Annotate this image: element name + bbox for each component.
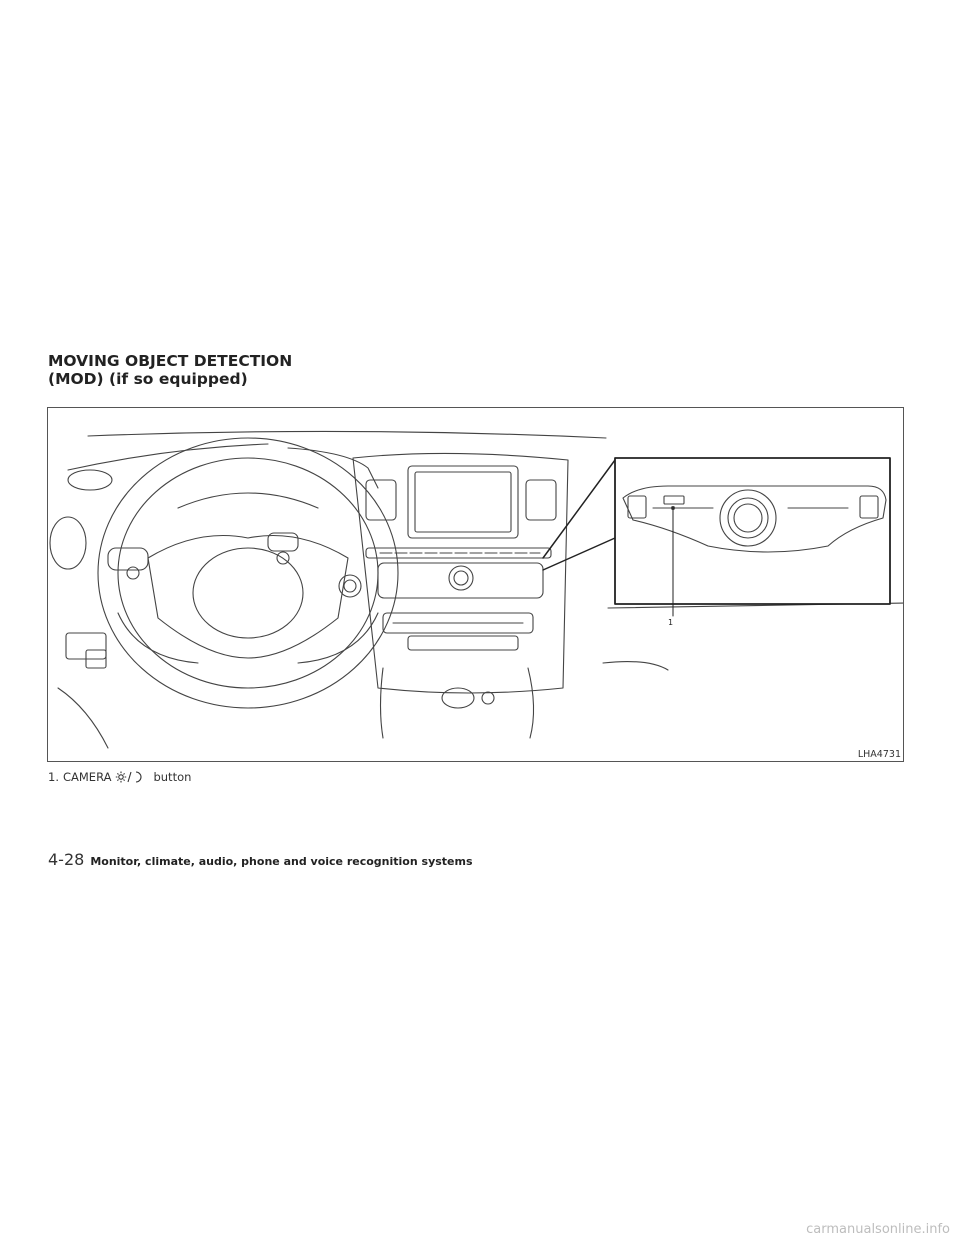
section-heading-line2: (MOD) (if so equipped)	[48, 370, 248, 388]
start-button-outer	[338, 574, 362, 598]
section-heading: MOVING OBJECT DETECTION (MOD) (if so equ…	[48, 352, 292, 388]
steering-wheel	[97, 437, 399, 709]
left-upper-vent	[67, 469, 113, 491]
dashboard-illustration: LHA4731	[47, 407, 904, 762]
figure-caption: 1. CAMERA button	[48, 770, 191, 784]
figure-code: LHA4731	[856, 749, 902, 760]
page-number: 4-28	[48, 850, 85, 869]
section-heading-line1: MOVING OBJECT DETECTION	[48, 352, 293, 370]
dash-top-line	[87, 430, 607, 439]
callout-number: 1	[668, 618, 674, 627]
center-vent-right	[525, 479, 557, 521]
page-footer: 4-28 Monitor, climate, audio, phone and …	[48, 850, 473, 869]
center-console	[352, 452, 569, 739]
caption-suffix: button	[153, 770, 192, 784]
inset-detail	[614, 457, 891, 617]
leader-line-bottom	[542, 537, 616, 571]
left-side-vent	[49, 516, 87, 570]
leader-line-top	[542, 459, 616, 559]
footer-section-title: Monitor, climate, audio, phone and voice…	[90, 855, 473, 868]
caption-label: CAMERA	[62, 770, 112, 784]
caption-number: 1.	[48, 770, 59, 784]
center-vent-left	[365, 479, 397, 521]
watermark: carmanualsonline.info	[806, 1222, 950, 1237]
sun-moon-icon	[115, 770, 145, 784]
camera-button-detail	[663, 495, 685, 505]
climate-panel-small	[377, 562, 544, 599]
display-screen	[407, 465, 519, 539]
